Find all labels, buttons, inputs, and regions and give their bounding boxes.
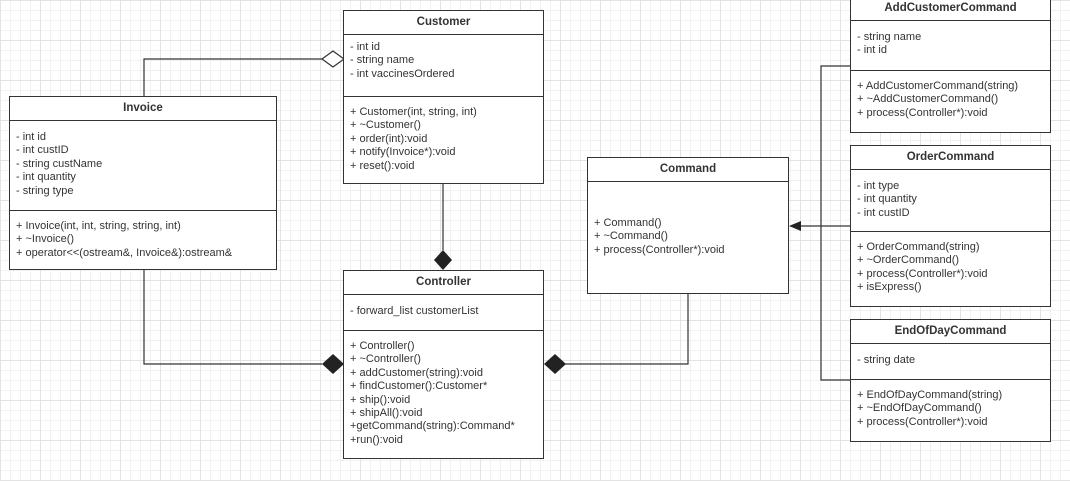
class-name: AddCustomerCommand: [851, 0, 1050, 21]
operation: + reset():void: [350, 159, 415, 172]
generalization-arrowhead: [789, 221, 801, 231]
operation: + ~Invoice(): [16, 233, 75, 246]
aggregation-line-invoice-customer: [143, 58, 322, 97]
attributes-section: - string name - int id: [851, 21, 1050, 71]
class-controller[interactable]: Controller - forward_list customerList +…: [343, 270, 544, 459]
class-command[interactable]: Command + Command() + ~Command() + proce…: [587, 157, 789, 294]
operation: + EndOfDayCommand(string): [857, 389, 1003, 401]
operation: + process(Controller*):void: [857, 106, 988, 119]
class-name: Controller: [344, 271, 543, 295]
composition-diamond-command-side: [544, 354, 566, 374]
composition-line-invoice-controller: [143, 270, 322, 365]
operation: + order(int):void: [350, 132, 428, 145]
attribute: - int id: [857, 44, 887, 57]
operation: + ~Customer(): [350, 119, 421, 132]
operations-section: + Customer(int, string, int) + ~Customer…: [344, 97, 543, 173]
attribute: - string date: [857, 354, 916, 366]
attribute: - int vaccinesOrdered: [350, 67, 455, 80]
class-invoice[interactable]: Invoice - int id - int custID - string c…: [9, 96, 277, 270]
attribute: - string name: [350, 54, 415, 67]
attribute: - string name: [857, 31, 922, 43]
operation: + ~OrderCommand(): [857, 254, 960, 267]
operation: + Invoice(int, int, string, string, int): [16, 220, 181, 232]
class-name: Command: [588, 158, 788, 182]
attribute: - int id: [16, 131, 46, 143]
operation: + notify(Invoice*):void: [350, 146, 456, 159]
attributes-section: - forward_list customerList: [344, 295, 543, 331]
operation: + isExpress(): [857, 281, 922, 294]
generalization-line-endofday: [820, 226, 850, 381]
operations-section: + AddCustomerCommand(string) + ~AddCusto…: [851, 71, 1050, 120]
attributes-section: - string date: [851, 344, 1050, 380]
operation: + Customer(int, string, int): [350, 106, 477, 118]
class-endofdaycommand[interactable]: EndOfDayCommand - string date + EndOfDay…: [850, 319, 1051, 442]
class-addcustomercommand[interactable]: AddCustomerCommand - string name - int i…: [850, 0, 1051, 133]
class-name: OrderCommand: [851, 146, 1050, 170]
operation: + findCustomer():Customer*: [350, 380, 488, 393]
operation: + addCustomer(string):void: [350, 366, 483, 379]
attribute: - int quantity: [16, 171, 76, 184]
operation: + process(Controller*):void: [857, 267, 988, 280]
attribute: - int quantity: [857, 193, 917, 206]
operations-section: + OrderCommand(string) + ~OrderCommand()…: [851, 232, 1050, 295]
operation: + operator<<(ostream&, Invoice&):ostream…: [16, 246, 233, 259]
operation: +getCommand(string):Command*: [350, 420, 515, 433]
aggregation-diamond-customer: [320, 50, 346, 68]
attributes-section: - int id - int custID - string custName …: [10, 121, 276, 211]
operation: + ship():void: [350, 393, 411, 406]
attribute: - int type: [857, 180, 900, 192]
operations-section: + Invoice(int, int, string, string, int)…: [10, 211, 276, 260]
class-ordercommand[interactable]: OrderCommand - int type - int quantity -…: [850, 145, 1051, 307]
attribute: - int custID: [857, 206, 910, 219]
attributes-section: - int id - string name - int vaccinesOrd…: [344, 35, 543, 97]
class-name: Customer: [344, 11, 543, 35]
attributes-section: - int type - int quantity - int custID: [851, 170, 1050, 232]
operation: + Controller(): [350, 340, 415, 352]
class-name: Invoice: [10, 97, 276, 121]
class-name: EndOfDayCommand: [851, 320, 1050, 344]
operations-section: + Command() + ~Command() + process(Contr…: [588, 182, 788, 257]
operations-section: + EndOfDayCommand(string) + ~EndOfDayCom…: [851, 380, 1050, 429]
class-customer[interactable]: Customer - int id - string name - int va…: [343, 10, 544, 184]
composition-line-command-controller: [565, 294, 689, 365]
operation: +run():void: [350, 433, 403, 446]
operation: + process(Controller*):void: [857, 415, 988, 428]
operation: + ~Controller(): [350, 353, 421, 366]
attribute: - string custName: [16, 157, 103, 170]
operation: + ~EndOfDayCommand(): [857, 402, 982, 415]
operation: + ~Command(): [594, 230, 668, 243]
attribute: - int id: [350, 41, 380, 53]
attribute: - forward_list customerList: [350, 305, 479, 317]
attribute: - string type: [16, 184, 74, 197]
operation: + shipAll():void: [350, 407, 423, 420]
operation: + Command(): [594, 217, 662, 229]
composition-diamond-customer-side: [434, 250, 452, 270]
generalization-line-addcustomer: [820, 65, 850, 226]
operations-section: + Controller() + ~Controller() + addCust…: [344, 331, 543, 447]
attribute: - int custID: [16, 144, 69, 157]
operation: + AddCustomerCommand(string): [857, 80, 1019, 92]
operation: + process(Controller*):void: [594, 243, 725, 256]
operation: + OrderCommand(string): [857, 241, 980, 253]
composition-diamond-invoice-side: [322, 354, 344, 374]
operation: + ~AddCustomerCommand(): [857, 93, 999, 106]
